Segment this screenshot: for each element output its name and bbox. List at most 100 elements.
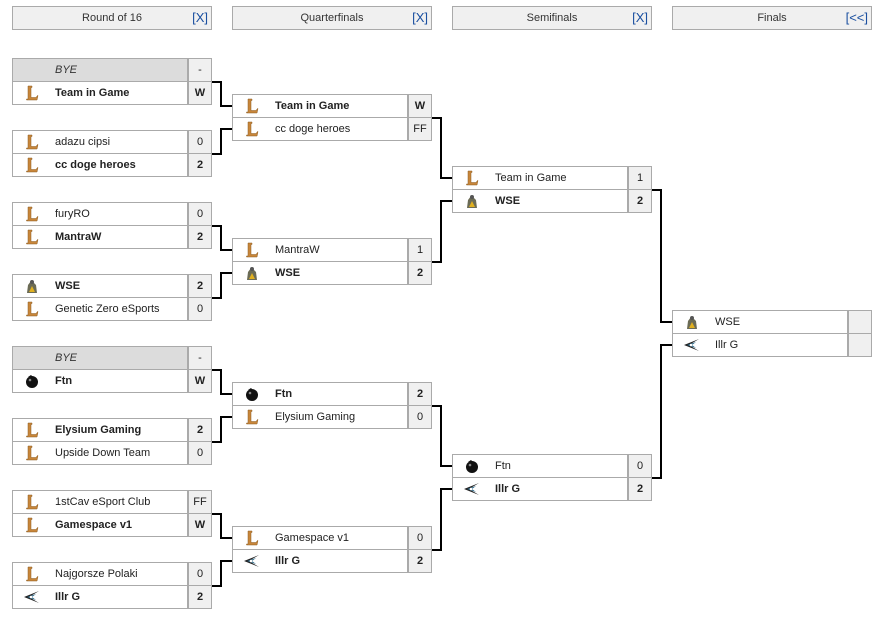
lol-logo-icon (243, 408, 261, 426)
team-name: WSE (55, 280, 81, 292)
team-name: Illr G (275, 555, 301, 567)
illrg-logo-icon (463, 480, 481, 498)
team-row[interactable]: WSE (672, 310, 872, 334)
round-header-qf: Quarterfinals [X] (232, 6, 432, 30)
ftn-logo-icon (23, 372, 41, 390)
team-name: Ftn (55, 375, 73, 387)
team-score: 1 (627, 167, 651, 189)
lol-logo-icon (23, 421, 41, 439)
team-name: Ftn (495, 460, 511, 472)
connector-line (212, 225, 232, 251)
connector-line (212, 81, 232, 107)
team-score: - (187, 347, 211, 369)
team-name: Najgorsze Polaki (55, 568, 138, 580)
connector-line (432, 200, 452, 263)
team-name: Elysium Gaming (55, 424, 142, 436)
team-score: W (407, 95, 431, 117)
team-name: Upside Down Team (55, 447, 151, 459)
bye-slot: BYE- (12, 58, 212, 82)
team-name: cc doge heroes (55, 159, 136, 171)
lol-logo-icon (243, 120, 261, 138)
connector-line (212, 416, 232, 443)
team-score: 2 (187, 226, 211, 248)
team-score: 0 (187, 203, 211, 225)
bye-slot: BYE - (12, 346, 212, 370)
collapse-round-button[interactable]: [X] (632, 10, 648, 25)
team-score: W (187, 82, 211, 104)
collapse-round-button[interactable]: [X] (192, 10, 208, 25)
team-name: WSE (275, 267, 301, 279)
round-title: Semifinals (526, 12, 578, 24)
team-row[interactable]: Najgorsze Polaki 0 (12, 562, 212, 586)
team-score: FF (407, 118, 431, 140)
collapse-round-button[interactable]: [X] (412, 10, 428, 25)
team-score: W (187, 514, 211, 536)
round-title: Quarterfinals (300, 12, 364, 24)
team-score: 0 (187, 131, 211, 153)
team-name: MantraW (275, 244, 320, 256)
lol-logo-icon (23, 84, 41, 102)
lol-logo-icon (23, 516, 41, 534)
team-score (847, 311, 871, 333)
illrg-logo-icon (23, 588, 41, 606)
team-row[interactable]: Upside Down Team 0 (12, 441, 212, 465)
expand-rounds-button[interactable]: [<<] (845, 10, 868, 25)
ftn-logo-icon (243, 385, 261, 403)
team-name: Ftn (275, 388, 293, 400)
team-score: FF (187, 491, 211, 513)
team-score: 0 (407, 527, 431, 549)
ftn-logo-icon (463, 457, 481, 475)
wse-logo-icon (243, 264, 261, 282)
team-name: BYE (55, 352, 78, 364)
team-row[interactable]: Illr G (672, 333, 872, 357)
lol-logo-icon (23, 156, 41, 174)
team-score: 2 (187, 586, 211, 608)
connector-line (652, 189, 672, 323)
lol-logo-icon (23, 133, 41, 151)
connector-line (432, 488, 452, 551)
connector-line (212, 369, 232, 395)
lol-logo-icon (23, 228, 41, 246)
connector-line (432, 117, 452, 179)
lol-logo-icon (243, 529, 261, 547)
team-score: 0 (187, 563, 211, 585)
team-score: 0 (187, 298, 211, 320)
team-score: 0 (187, 442, 211, 464)
wse-logo-icon (463, 192, 481, 210)
round-title: Round of 16 (82, 12, 142, 24)
connector-line (212, 560, 232, 587)
